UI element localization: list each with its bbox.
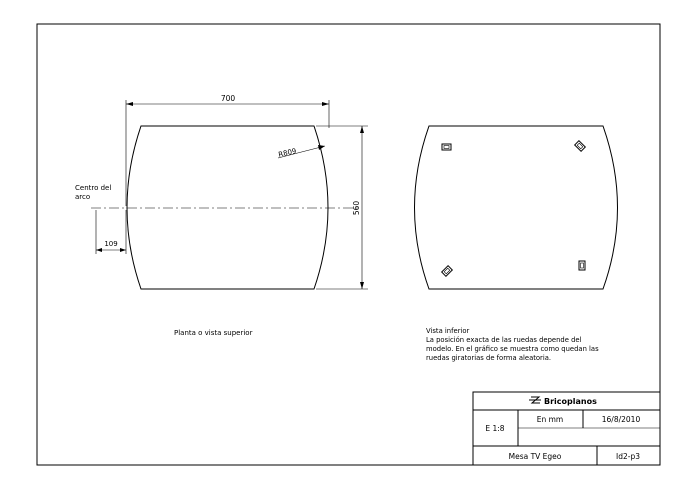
bottom-table-outline	[414, 125, 618, 290]
date-label: 16/8/2010	[602, 415, 641, 424]
offset-arrow-left	[96, 248, 102, 252]
height-arrow-top	[360, 126, 364, 133]
caster-wheel-bottom-right	[578, 260, 586, 271]
center-label-line2: arco	[75, 193, 90, 201]
drawing-title: Mesa TV Egeo	[509, 452, 562, 461]
bottom-view-caption-line3: ruedas giratorias de forma aleatoria.	[426, 354, 551, 362]
bottom-view: Vista inferior La posición exacta de las…	[414, 125, 618, 362]
plan-view-caption: Planta o vista superior	[174, 329, 253, 337]
width-arrow-left	[126, 102, 133, 106]
radius-leader-line	[277, 145, 326, 159]
caster-wheel-top-right	[573, 139, 587, 153]
caster-wheel-bottom-left	[440, 264, 454, 278]
offset-arrow-right	[120, 248, 126, 252]
caster-wheel-top-left	[441, 143, 452, 151]
plan-view: 700 560 R809 109 Centro del arco Planta …	[75, 94, 368, 337]
center-label-line1: Centro del	[75, 184, 111, 192]
dim-height-label: 560	[352, 201, 361, 216]
bricoplanos-logo-icon	[529, 396, 541, 404]
units-label: En mm	[537, 415, 564, 424]
height-arrow-bottom	[360, 282, 364, 289]
plan-table-outline	[126, 125, 329, 290]
dim-width-label: 700	[221, 94, 236, 103]
drawing-code: Id2-p3	[616, 452, 640, 461]
brand-name: Bricoplanos	[544, 397, 597, 406]
bottom-view-caption-line1: La posición exacta de las ruedas depende…	[426, 336, 582, 344]
bottom-view-caption-line2: modelo. En el gráfico se muestra como qu…	[426, 345, 599, 353]
title-block-frame	[472, 391, 661, 466]
dim-radius-label: R809	[278, 147, 298, 159]
width-arrow-right	[322, 102, 329, 106]
title-block: Bricoplanos E 1:8 En mm 16/8/2010 Mesa T…	[472, 391, 661, 466]
dim-offset-label: 109	[104, 240, 117, 248]
scale-label: E 1:8	[485, 424, 504, 433]
drawing-frame	[36, 23, 661, 466]
bottom-view-caption-title: Vista inferior	[426, 327, 470, 335]
radius-arrow	[318, 145, 325, 150]
